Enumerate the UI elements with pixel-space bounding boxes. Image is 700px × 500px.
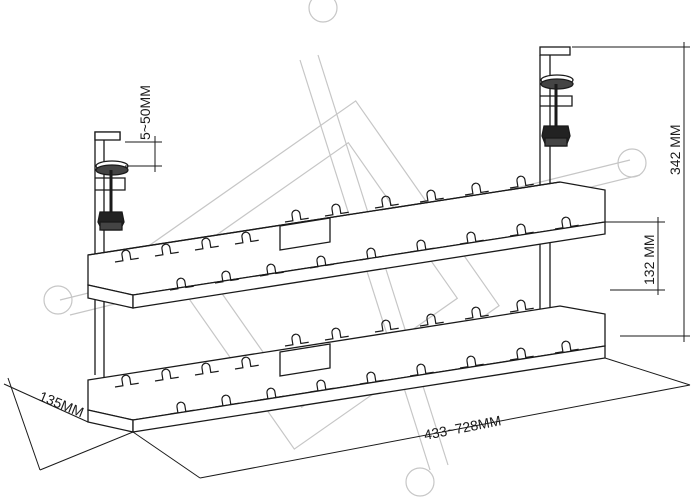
- right-clamp: [539, 46, 574, 330]
- dimension-clamp-range: 5~50MM: [125, 85, 162, 172]
- total-height-label: 342 MM: [667, 124, 683, 175]
- width-range-label: 433~728MM: [423, 412, 503, 443]
- left-clamp: [94, 131, 129, 380]
- depth-label: 135MM: [37, 388, 86, 420]
- clamp-range-label: 5~50MM: [137, 85, 153, 140]
- dimension-total-height: 342 MM: [572, 42, 690, 342]
- dimension-tier-gap: 132 MM: [605, 217, 665, 295]
- upper-tray: [87, 173, 606, 309]
- tier-gap-label: 132 MM: [641, 234, 657, 285]
- lower-tray: [87, 297, 606, 433]
